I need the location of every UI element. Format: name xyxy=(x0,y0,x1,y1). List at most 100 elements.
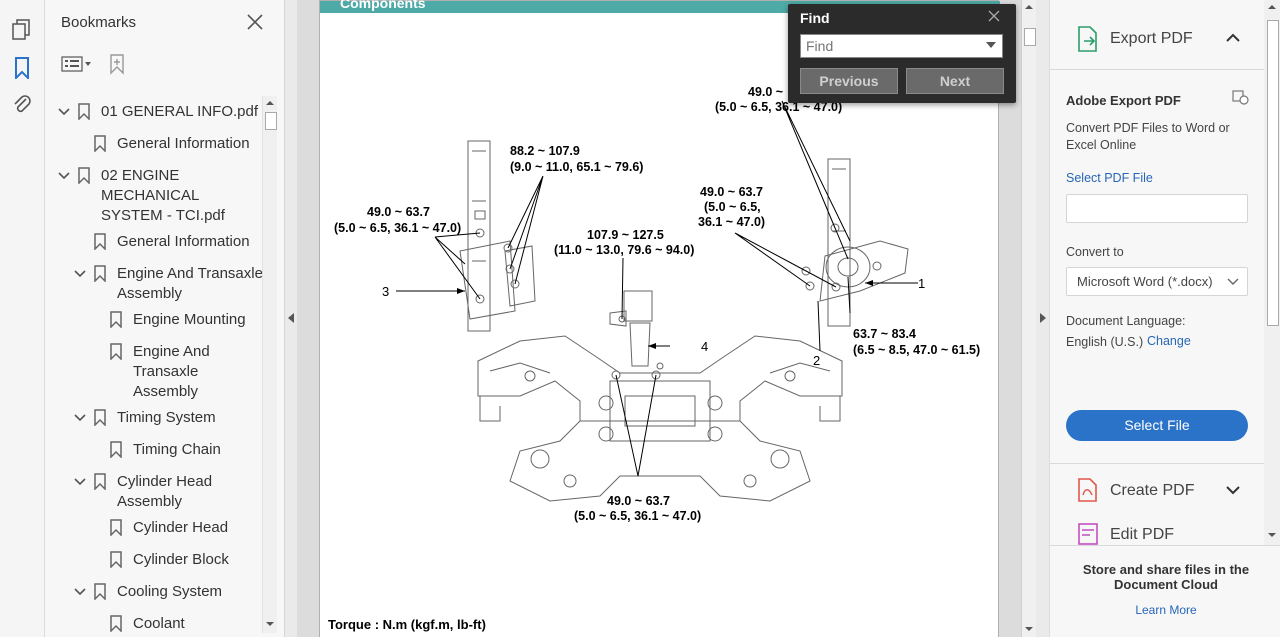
bookmark-item[interactable]: Timing Chain xyxy=(45,440,263,462)
scroll-down-icon[interactable] xyxy=(1268,532,1276,538)
scroll-up-icon[interactable] xyxy=(266,100,274,106)
bookmark-item[interactable]: Cylinder Head xyxy=(45,518,263,540)
bookmarks-panel: Bookmarks 01 GENERAL INFO.pdf General In… xyxy=(45,0,285,637)
tools-panel: Export PDF Adobe Export PDF Convert PDF … xyxy=(1049,0,1280,637)
torque-callout-4b: (11.0 ~ 13.0, 79.6 ~ 94.0) xyxy=(554,243,694,257)
bookmark-label: Cooling System xyxy=(117,583,223,600)
chevron-down-icon[interactable] xyxy=(986,42,996,48)
bookmark-item[interactable]: Cylinder Head Assembly xyxy=(45,472,263,514)
chevron-down-icon[interactable] xyxy=(73,585,87,599)
export-pdf-icon xyxy=(1078,26,1097,52)
bookmark-item[interactable]: General Information xyxy=(45,232,263,254)
find-dialog: Find Previous Next xyxy=(788,4,1016,103)
bookmark-item[interactable]: 01 GENERAL INFO.pdf xyxy=(45,102,263,124)
chevron-right-icon[interactable] xyxy=(1040,313,1046,323)
bookmark-item[interactable]: Engine And Transaxle Assembly xyxy=(45,264,263,306)
bookmarks-toolbar xyxy=(61,53,129,80)
document-scroll-thumb[interactable] xyxy=(1024,28,1036,46)
bookmark-label: Cylinder Head Assembly xyxy=(117,473,213,510)
bookmarks-scroll-thumb[interactable] xyxy=(265,112,277,130)
bookmark-item[interactable]: Cylinder Block xyxy=(45,550,263,572)
format-select[interactable]: Microsoft Word (*.docx) xyxy=(1066,267,1248,296)
engine-mount-diagram: 49.0 ~ (5.0 ~ 6.5, 36.1 ~ 47.0) 88.2 ~ 1… xyxy=(334,85,980,523)
chevron-left-icon[interactable] xyxy=(288,313,294,323)
tools-scroll-thumb[interactable] xyxy=(1267,20,1279,326)
scroll-down-icon[interactable] xyxy=(266,621,274,627)
account-switch-icon[interactable] xyxy=(1232,90,1250,106)
page-thumbnails-icon[interactable] xyxy=(10,18,34,42)
divider xyxy=(1050,463,1264,464)
edit-pdf-tool[interactable]: Edit PDF xyxy=(1050,512,1264,545)
new-bookmark-icon[interactable] xyxy=(107,53,129,80)
bookmark-flag-icon xyxy=(94,409,106,426)
chevron-up-icon[interactable] xyxy=(1226,33,1240,42)
find-title: Find xyxy=(800,10,830,26)
bookmark-tree: 01 GENERAL INFO.pdf General Information … xyxy=(45,96,263,636)
scroll-up-icon[interactable] xyxy=(1268,4,1276,10)
options-menu-icon[interactable] xyxy=(61,55,93,78)
bookmark-label: General Information xyxy=(117,233,250,250)
chevron-down-icon[interactable] xyxy=(57,105,71,119)
document-language-value: English (U.S.) xyxy=(1066,335,1144,349)
bookmark-item[interactable]: Coolant xyxy=(45,614,263,636)
selected-file-field[interactable] xyxy=(1066,194,1248,223)
adobe-export-title: Adobe Export PDF xyxy=(1066,93,1181,108)
scroll-down-icon[interactable] xyxy=(1025,626,1033,632)
scroll-up-icon[interactable] xyxy=(1025,4,1033,10)
bookmark-flag-icon xyxy=(110,615,122,632)
bookmarks-scrollbar[interactable] xyxy=(262,96,277,633)
torque-callout-2a: 88.2 ~ 107.9 xyxy=(510,144,580,158)
bookmark-flag-icon xyxy=(110,311,122,328)
document-viewport: Components xyxy=(297,0,1021,637)
find-input[interactable] xyxy=(800,34,1003,58)
bookmark-flag-icon xyxy=(94,583,106,600)
tools-scrollbar[interactable] xyxy=(1264,0,1280,545)
bookmark-label: Cylinder Block xyxy=(133,551,229,568)
change-language-link[interactable]: Change xyxy=(1147,334,1191,348)
document-cloud-footer: Store and share files in the Document Cl… xyxy=(1050,545,1280,637)
chevron-down-icon[interactable] xyxy=(1226,486,1240,495)
bookmark-item[interactable]: Cooling System xyxy=(45,582,263,604)
chevron-down-icon[interactable] xyxy=(73,267,87,281)
torque-callout-6b: (6.5 ~ 8.5, 47.0 ~ 61.5) xyxy=(853,343,980,357)
export-pdf-title: Export PDF xyxy=(1110,30,1193,47)
torque-callout-3a: 49.0 ~ 63.7 xyxy=(367,205,430,219)
bookmark-flag-icon xyxy=(110,519,122,536)
learn-more-link[interactable]: Learn More xyxy=(1135,603,1197,617)
next-button[interactable]: Next xyxy=(906,68,1004,94)
bookmark-label: 02 ENGINE MECHANICAL SYSTEM - TCI.pdf xyxy=(101,167,225,224)
bookmark-flag-icon xyxy=(110,551,122,568)
convert-description: Convert PDF Files to Word or Excel Onlin… xyxy=(1066,121,1230,152)
divider xyxy=(1050,69,1264,70)
document-scrollbar[interactable] xyxy=(1021,0,1036,637)
torque-callout-7a: 49.0 ~ 63.7 xyxy=(607,494,670,508)
bookmark-item[interactable]: Engine Mounting xyxy=(45,310,263,332)
chevron-down-icon[interactable] xyxy=(73,411,87,425)
bookmark-item[interactable]: Timing System xyxy=(45,408,263,430)
bookmarks-icon[interactable] xyxy=(10,56,34,80)
part-number-1: 1 xyxy=(918,276,925,291)
close-icon[interactable] xyxy=(987,9,1001,23)
previous-button[interactable]: Previous xyxy=(800,68,898,94)
chevron-down-icon[interactable] xyxy=(57,169,71,183)
part-number-3: 3 xyxy=(382,284,389,299)
chevron-down-icon[interactable] xyxy=(73,475,87,489)
collapse-right-panel[interactable] xyxy=(1036,0,1049,637)
bookmark-item[interactable]: 02 ENGINE MECHANICAL SYSTEM - TCI.pdf xyxy=(45,166,263,228)
select-file-button[interactable]: Select File xyxy=(1066,410,1248,441)
bookmark-flag-icon xyxy=(94,473,106,490)
store-share-text: Store and share files in the Document Cl… xyxy=(1082,562,1250,592)
bookmark-label: Timing Chain xyxy=(133,441,221,458)
collapse-left-panel[interactable] xyxy=(285,0,297,637)
select-pdf-file-link[interactable]: Select PDF File xyxy=(1066,171,1153,185)
export-pdf-header[interactable]: Export PDF xyxy=(1050,0,1264,70)
bookmark-flag-icon xyxy=(94,233,106,250)
attachments-icon[interactable] xyxy=(10,92,34,116)
close-icon[interactable] xyxy=(245,12,265,32)
bookmark-label: Timing System xyxy=(117,409,216,426)
bookmark-label: Engine And Transaxle Assembly xyxy=(117,265,263,302)
bookmark-item[interactable]: General Information xyxy=(45,134,263,156)
bookmark-item[interactable]: Engine And Transaxle Assembly xyxy=(45,342,263,404)
create-pdf-tool[interactable]: Create PDF xyxy=(1050,464,1264,512)
document-language-label: Document Language: xyxy=(1066,314,1186,328)
